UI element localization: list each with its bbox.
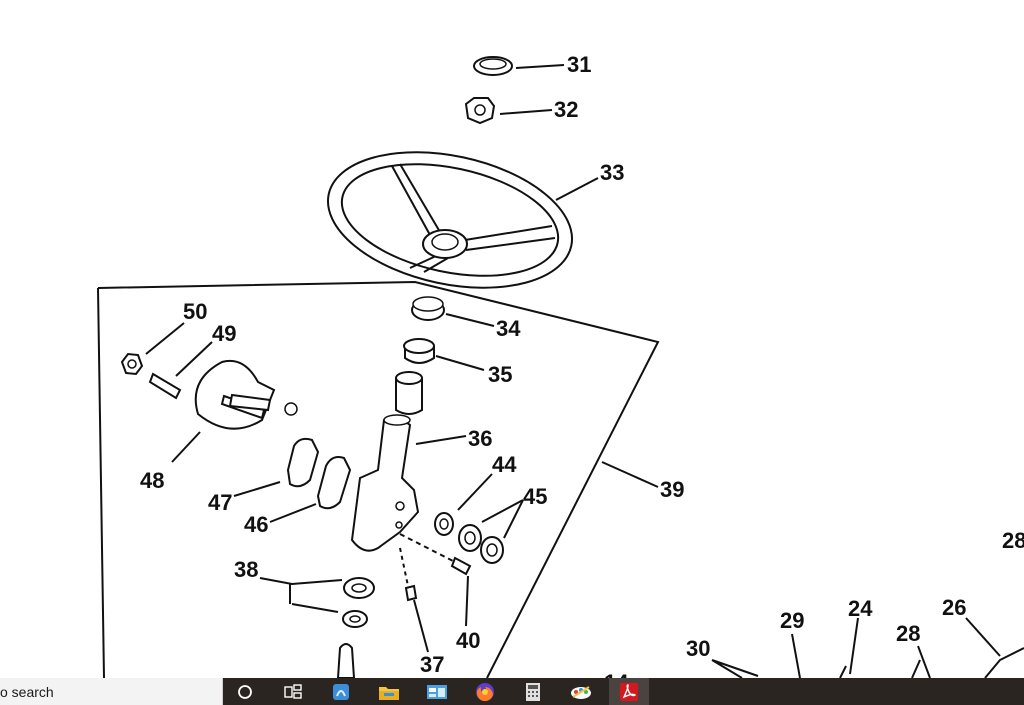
callout-26: 26: [942, 595, 966, 620]
callout-24: 24: [848, 596, 873, 621]
callout-14-partial: 14: [604, 670, 629, 678]
taskbar-search-box[interactable]: o search: [0, 678, 223, 705]
part-34-bushing: [411, 296, 445, 321]
firefox-button[interactable]: [465, 678, 505, 705]
callout-38: 38: [234, 557, 258, 582]
app-blue-icon: [333, 683, 349, 700]
callout-29: 29: [780, 608, 804, 633]
app-window-icon: [427, 684, 447, 699]
windows-taskbar: o search: [0, 678, 1024, 705]
part-33-steering-wheel: [326, 151, 574, 289]
part-37-fitting: [399, 547, 418, 602]
cortana-button[interactable]: [225, 678, 265, 705]
parts-diagram: 31 32 33 34 35 36 39 50 49 48 47 46 44 4…: [97, 52, 1024, 678]
callout-50: 50: [183, 299, 207, 324]
part-45-nuts: [458, 524, 504, 564]
part-32-nut: [464, 97, 496, 125]
task-view-icon: [284, 683, 302, 699]
file-explorer-icon: [379, 686, 399, 700]
lower-shaft: [336, 643, 356, 678]
callout-47: 47: [208, 490, 232, 515]
firefox-icon: [476, 682, 494, 701]
callout-30: 30: [686, 636, 710, 661]
callout-33: 33: [600, 160, 624, 185]
part-38-bearing: [342, 577, 375, 628]
search-placeholder: o search: [0, 684, 54, 700]
app-blue-button[interactable]: [321, 678, 361, 705]
file-explorer-button[interactable]: [369, 678, 409, 705]
leader-lines: [145, 64, 1001, 678]
callout-44: 44: [492, 452, 517, 477]
callout-48: 48: [140, 468, 164, 493]
callout-39: 39: [660, 477, 684, 502]
callout-28-lower: 28: [896, 621, 920, 646]
part-31-cap: [473, 56, 513, 76]
callout-35: 35: [488, 362, 512, 387]
acrobat-button[interactable]: [609, 678, 649, 705]
callout-37: 37: [420, 652, 444, 677]
part-36-column: [350, 371, 423, 552]
part-35-bushing: [403, 338, 435, 364]
paint-button[interactable]: [561, 678, 601, 705]
task-view-button[interactable]: [273, 678, 313, 705]
part-49-bolt: [148, 372, 182, 400]
part-46-gasket: [316, 456, 352, 510]
callout-36: 36: [468, 426, 492, 451]
callout-32: 32: [554, 97, 578, 122]
acrobat-icon: [620, 682, 638, 701]
part-44-washer: [434, 512, 454, 536]
callout-40: 40: [456, 628, 480, 653]
callout-45: 45: [523, 484, 547, 509]
part-48-plate: [194, 360, 298, 430]
part-47-gasket: [286, 437, 320, 488]
calculator-icon: [526, 682, 540, 701]
lower-right-parts: [839, 647, 1024, 678]
callout-46: 46: [244, 512, 268, 537]
callout-31: 31: [567, 52, 591, 77]
part-40-bolt: [399, 533, 472, 576]
cortana-icon: [238, 684, 252, 699]
callout-34: 34: [496, 316, 521, 341]
callout-49: 49: [212, 321, 236, 346]
paint-icon: [571, 685, 591, 699]
part-50-nut: [120, 352, 144, 376]
calculator-button[interactable]: [513, 678, 553, 705]
callout-28-right: 28: [1002, 528, 1024, 553]
housing-outline: [97, 280, 660, 678]
app-window-button[interactable]: [417, 678, 457, 705]
